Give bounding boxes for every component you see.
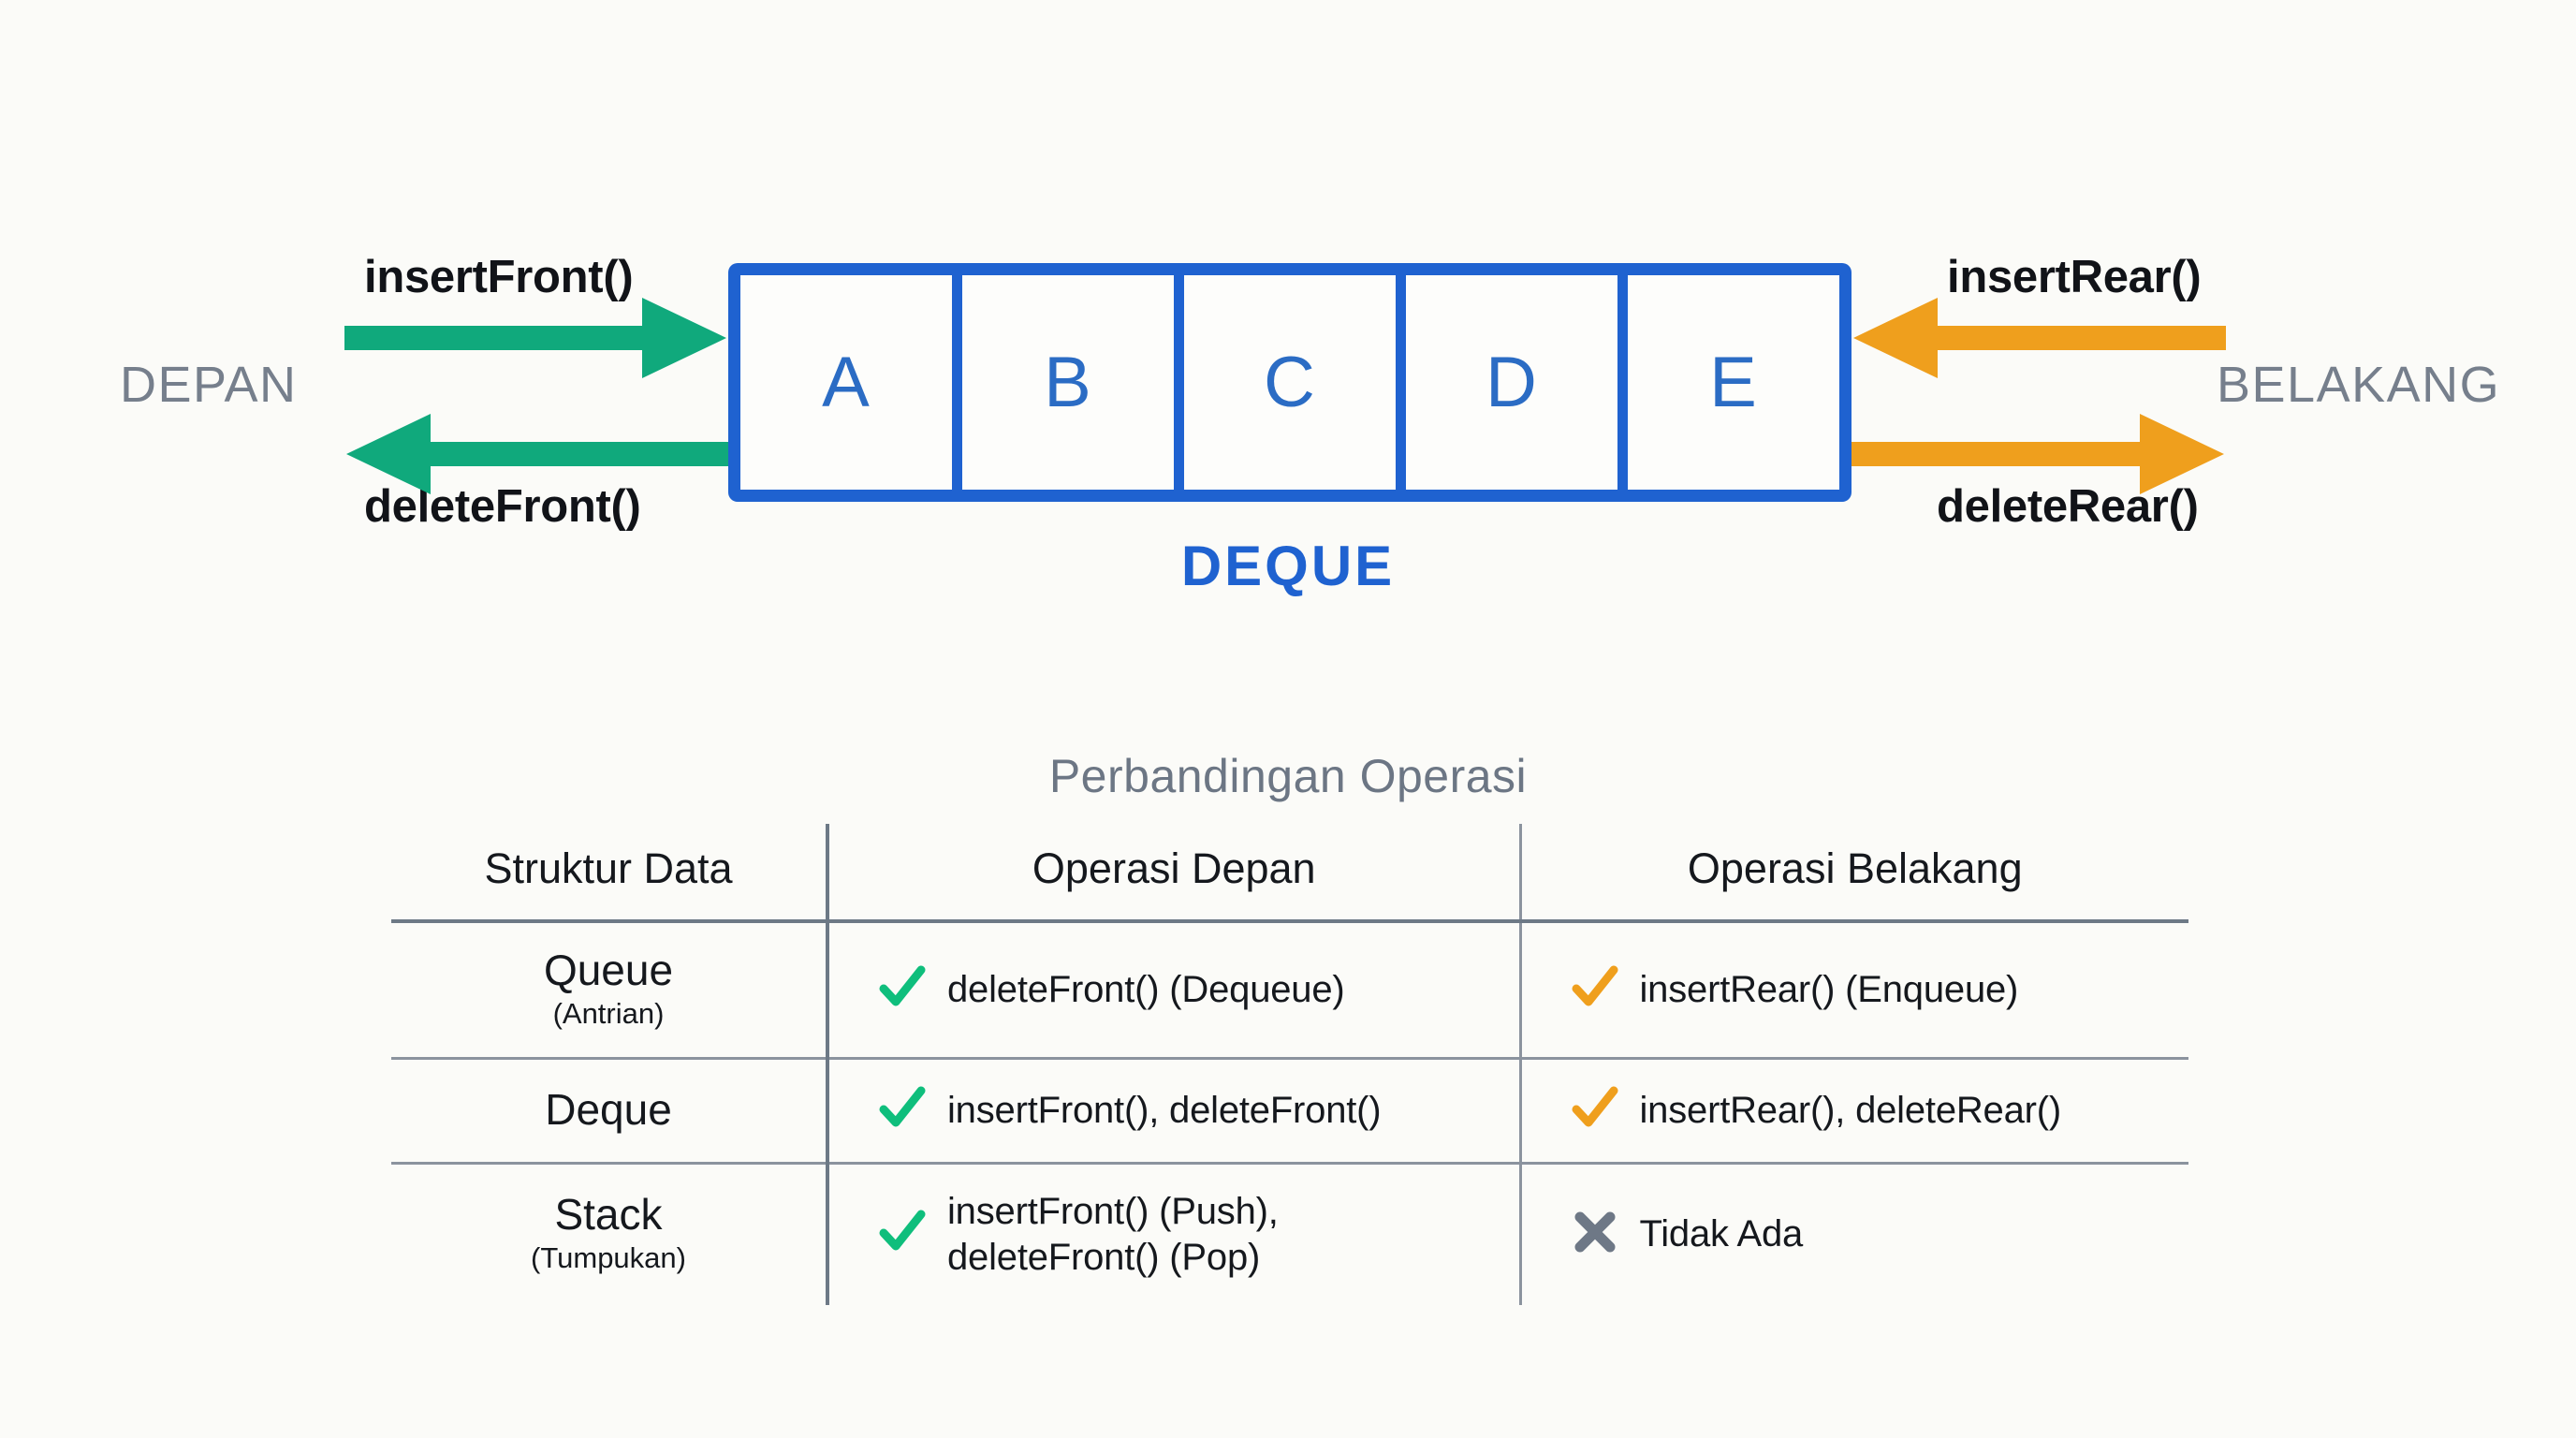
- front-operation-cell: insertFront(), deleteFront(): [826, 1058, 1520, 1166]
- insert-rear-label: insertRear(): [1947, 252, 2202, 302]
- structure-name: Queue: [543, 946, 674, 994]
- comparison-table: Struktur Data Operasi Depan Operasi Bela…: [391, 824, 2188, 1305]
- deque-container: A B C D E: [728, 263, 1852, 502]
- deque-cell: B: [962, 275, 1184, 490]
- front-operation-text: deleteFront() (Dequeue): [947, 969, 1345, 1011]
- check-icon: [1571, 1084, 1619, 1137]
- insert-front-label: insertFront(): [364, 252, 634, 302]
- column-header-struktur-data: Struktur Data: [391, 824, 827, 923]
- insert-rear-arrow: [1852, 296, 2226, 380]
- deque-cell-letter: E: [1709, 342, 1758, 422]
- deque-cell-letter: D: [1486, 342, 1538, 422]
- structure-cell: Deque: [391, 1058, 827, 1166]
- column-header-operasi-depan: Operasi Depan: [826, 824, 1520, 923]
- rear-operation-text: Tidak Ada: [1639, 1213, 1804, 1255]
- rear-operation-text: insertRear(), deleteRear(): [1639, 1090, 2062, 1132]
- rear-operation-cell: Tidak Ada: [1518, 1163, 2188, 1305]
- check-icon: [878, 963, 927, 1017]
- front-side-label: DEPAN: [120, 357, 298, 413]
- delete-rear-label: deleteRear(): [1937, 481, 2199, 532]
- check-icon: [878, 1084, 927, 1137]
- rear-side-label: BELAKANG: [2217, 357, 2501, 413]
- delete-front-arrow: [344, 412, 728, 496]
- table-row: Stack (Tumpukan) insertFront() (Push), d…: [391, 1163, 2188, 1305]
- structure-name: Deque: [545, 1085, 672, 1135]
- front-operation-cell: deleteFront() (Dequeue): [826, 921, 1520, 1061]
- cross-icon: [1571, 1208, 1619, 1261]
- deque-cell: D: [1406, 275, 1628, 490]
- front-operation-cell: insertFront() (Push), deleteFront() (Pop…: [826, 1163, 1520, 1305]
- table-title: Perbandingan Operasi: [1048, 750, 1528, 802]
- deque-caption: DEQUE: [1180, 535, 1396, 597]
- table-row: Queue (Antrian) deleteFront() (Dequeue): [391, 921, 2188, 1061]
- table-row: Deque insertFront(), deleteFront(): [391, 1058, 2188, 1166]
- front-operation-text: insertFront(), deleteFront(): [947, 1090, 1382, 1132]
- deque-cell-letter: B: [1044, 342, 1092, 422]
- table-header-row: Struktur Data Operasi Depan Operasi Bela…: [391, 824, 2188, 923]
- structure-cell: Queue (Antrian): [391, 921, 827, 1061]
- deque-cell: A: [740, 275, 962, 490]
- deque-cell: E: [1628, 275, 1839, 490]
- structure-subtitle: (Antrian): [552, 996, 665, 1030]
- rear-operation-text: insertRear() (Enqueue): [1639, 969, 2019, 1011]
- insert-front-arrow: [344, 296, 728, 380]
- check-icon: [878, 1208, 927, 1261]
- rear-operation-cell: insertRear() (Enqueue): [1518, 921, 2188, 1061]
- structure-subtitle: (Tumpukan): [531, 1241, 686, 1275]
- structure-name: Stack: [554, 1190, 663, 1240]
- check-icon: [1571, 963, 1619, 1017]
- rear-operation-cell: insertRear(), deleteRear(): [1518, 1058, 2188, 1166]
- deque-cell-letter: A: [822, 342, 871, 422]
- deque-cell: C: [1184, 275, 1406, 490]
- structure-cell: Stack (Tumpukan): [391, 1164, 827, 1305]
- delete-rear-arrow: [1852, 412, 2226, 496]
- delete-front-label: deleteFront(): [364, 481, 641, 532]
- column-header-operasi-belakang: Operasi Belakang: [1518, 824, 2188, 923]
- deque-cell-letter: C: [1264, 342, 1316, 422]
- front-operation-text: insertFront() (Push), deleteFront() (Pop…: [947, 1191, 1279, 1278]
